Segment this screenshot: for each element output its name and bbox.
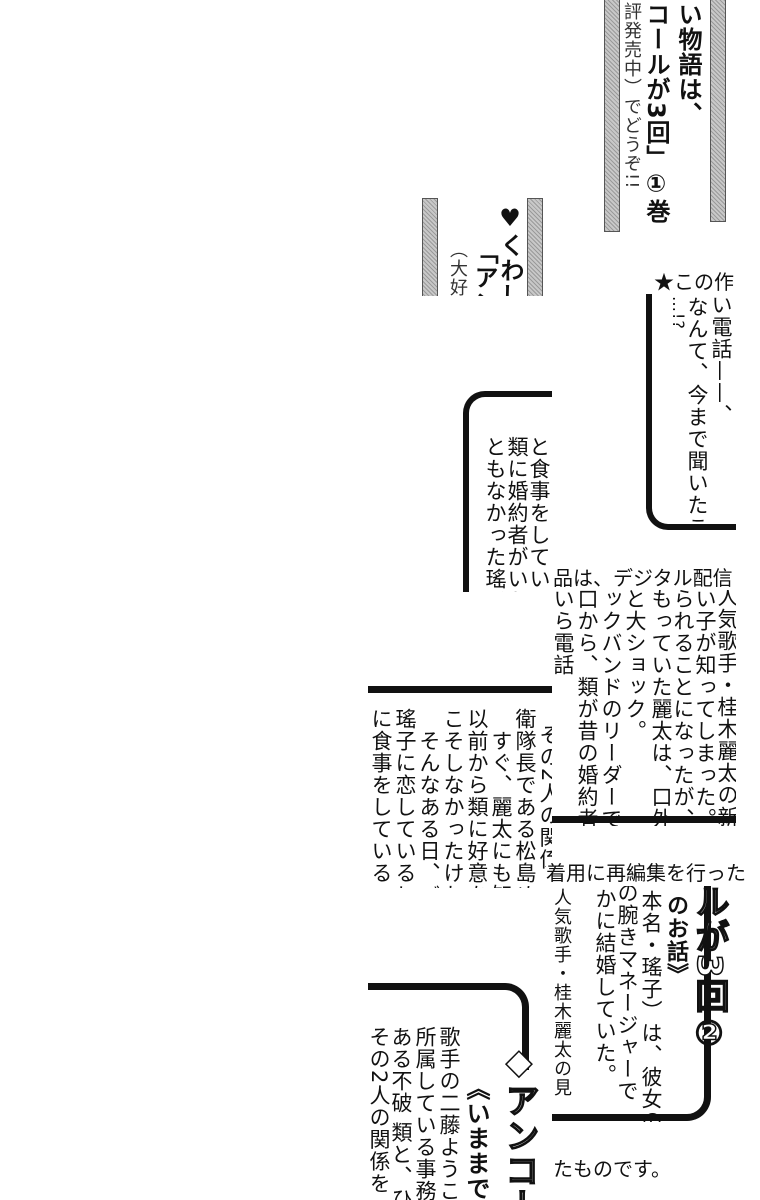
box-border-bottom [552, 816, 736, 823]
story-text: のお話》 [663, 894, 688, 986]
story-text: られることになったが、 [671, 590, 695, 826]
gray-bar-right [710, 0, 726, 222]
story-text: 所属している事務所の [413, 1026, 437, 1200]
story-text: 衛隊長である松島めい [513, 708, 537, 888]
story-text: かに結婚していた。 [593, 888, 617, 1086]
story-text: 人気歌手・桂木麗太の新 [715, 590, 736, 826]
story-text-1: と食事をしていると [527, 436, 551, 592]
story-box-phone: い電話——、 なんて、今まで聞いたこ …!? [642, 294, 736, 530]
promo-text-1: い物語は、 [674, 2, 702, 127]
notice-line-2: 着用に再編集を行った [546, 857, 746, 886]
story-text: ある不破 類と、ひそ [389, 1026, 413, 1200]
story-text: い子が知ってしまった。 [693, 590, 717, 826]
notice-heading: ★この作 [654, 270, 734, 294]
story-text: に食事をしている [369, 708, 393, 884]
story-text: いら電話 [552, 590, 575, 676]
encore-title: ルが3回② [688, 886, 730, 1055]
gray-bar-right [527, 198, 543, 296]
gray-bar-left [422, 198, 438, 296]
story-box-engagement: と食事をしていると 類に婚約者がいたな ともなかった瑤子は・ [460, 388, 552, 592]
story-box-rivalry: その2人の関係 衛隊長である松島めい すぐ、麗太にも知ら 以前から類に好意を こ… [368, 684, 552, 888]
story-text: 以前から類に好意を [465, 708, 489, 888]
story-text-2: 類に婚約者がいたな [505, 436, 529, 592]
story-text: 人気歌手・桂木麗太の見 [552, 888, 572, 1097]
notice-line-1: 品は、デジタル配信 [553, 562, 733, 591]
story-text: 口から、類が昔の婚約者 [575, 590, 599, 826]
story-text-1: い電話——、 [709, 294, 733, 426]
box-border [368, 983, 529, 1070]
story-text-3: …!? [669, 296, 688, 330]
box-border [463, 391, 552, 592]
story-text: その2人の関係 [537, 724, 552, 871]
encore-title: ◆アンコー [498, 1041, 540, 1200]
story-box-revelation: 人気歌手・桂木麗太の新 い子が知ってしまった。 られることになったが、 もってい… [552, 590, 736, 826]
box-border [646, 294, 736, 530]
story-text: その2人の関係を [368, 1026, 391, 1195]
story-text: の腕きマネージャーで [615, 886, 639, 1102]
box-border [552, 886, 711, 1121]
promo-box-details: ♥くわし 「アン （大好 [420, 196, 546, 296]
story-text: と大ショック。 [623, 590, 647, 742]
story-text: ックバンドのリーダーで [599, 590, 623, 826]
story-text-3: ともなかった瑤子は・ [483, 436, 507, 592]
story-text: こそしなかったけれど [441, 708, 465, 888]
story-text: 本名・瑤子）は、彼女の [639, 890, 663, 1122]
story-text: 《いままで [462, 1076, 490, 1200]
story-text: もっていた麗太は、口外 [649, 590, 673, 826]
promo-text-2: コールが3回」①巻 [642, 2, 670, 224]
box-border-top [368, 686, 552, 693]
story-text: 歌手の二藤ようこの [437, 1026, 461, 1200]
story-text: そんなある日、バッ [417, 730, 441, 888]
promo-text-2: 「アン [470, 240, 498, 296]
story-box-encore-2: ルが3回② のお話》 本名・瑤子）は、彼女の の腕きマネージャーで かに結婚して… [552, 886, 736, 1122]
promo-box-volume-1: い物語は、 コールが3回」①巻 評発売中）でどうぞ!! [600, 0, 736, 236]
story-text-2: なんて、今まで聞いたこ [685, 296, 709, 530]
promo-text-3: （大好 [447, 240, 468, 296]
promo-text-1: ♥くわし [496, 204, 524, 296]
gray-bar-left [604, 0, 620, 232]
story-box-encore-intro: ◆アンコー 《いままで 歌手の二藤ようこの 所属している事務所の ある不破 類と… [368, 980, 552, 1200]
story-text: すぐ、麗太にも知ら [489, 730, 513, 888]
promo-text-3: 評発売中）でどうぞ!! [621, 2, 642, 190]
story-text: 瑤子に恋しているヒロ [393, 708, 417, 888]
notice-line-3: たものです。 [553, 1157, 671, 1181]
